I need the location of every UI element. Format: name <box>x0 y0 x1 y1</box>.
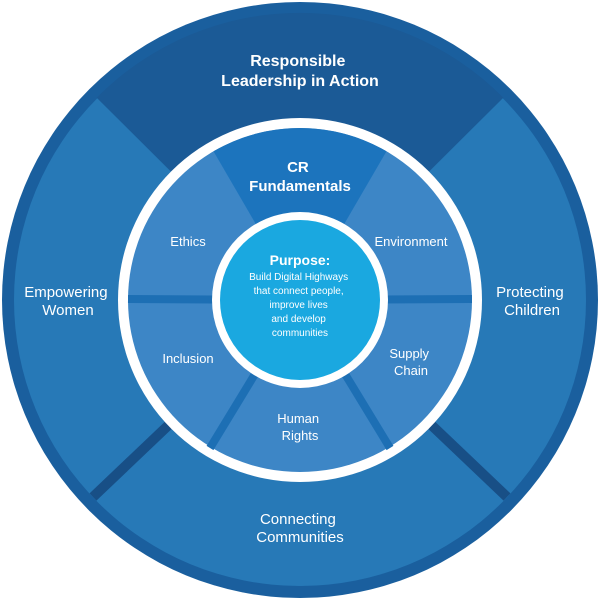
purpose-title: Purpose: <box>270 252 331 268</box>
label-inclusion: Inclusion <box>162 351 213 366</box>
label-cr-fundamentals: CR Fundamentals <box>249 159 351 195</box>
label-ethics: Ethics <box>170 234 206 249</box>
core-circle <box>220 220 380 380</box>
label-empowering-women: Empowering Women <box>24 284 112 319</box>
label-responsible-leadership: Responsible Leadership in Action <box>221 53 379 90</box>
purpose-text: Build Digital Highways that connect peop… <box>249 272 351 339</box>
label-human-rights: Human Rights <box>277 411 323 443</box>
label-connecting-communities: Connecting Communities <box>256 511 344 546</box>
label-environment: Environment <box>375 234 448 249</box>
label-protecting-children: Protecting Children <box>496 284 568 319</box>
label-supply-chain: Supply Chain <box>389 346 432 378</box>
